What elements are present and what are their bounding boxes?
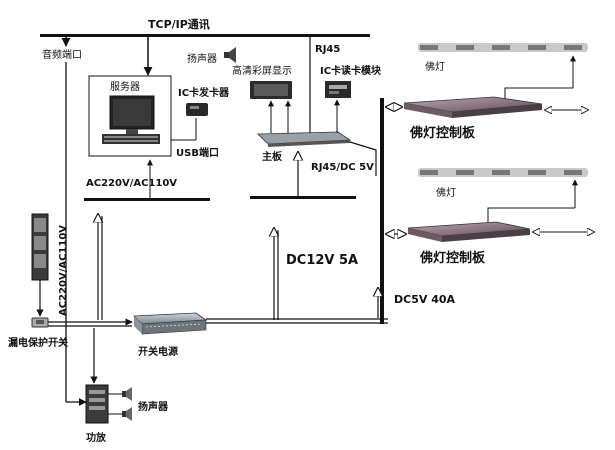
amplifier-label: 功放 (86, 431, 107, 444)
buddha-control-board-2 (407, 221, 531, 242)
dc5v-label: DC5V 40A (394, 293, 456, 306)
server-ac-bar (84, 198, 210, 201)
ic-reader-label: IC卡读卡模块 (320, 64, 382, 77)
mainboard-dc-bar (250, 196, 356, 199)
dc12v-label: DC12V 5A (286, 253, 358, 268)
ic-issuer-label: IC卡发卡器 (178, 86, 230, 99)
switching-power-supply-icon (133, 312, 208, 335)
buddha-lamp-label-2: 佛灯 (436, 186, 456, 199)
tcp-ip-bus (40, 34, 370, 37)
rj45-dc5v-label: RJ45/DC 5V (311, 162, 374, 173)
distribution-box-icon (31, 213, 49, 281)
server-label: 服务器 (110, 80, 140, 93)
mainboard-label: 主板 (262, 150, 283, 163)
usb-port-label: USB端口 (176, 146, 219, 159)
speaker-bottom-label: 扬声器 (138, 400, 169, 413)
rj45-label: RJ45 (315, 44, 340, 55)
amplifier-icon (85, 384, 109, 424)
lamp1-board-link (504, 87, 573, 100)
ic-issuer-icon (186, 103, 208, 116)
rj45-dc5v-line (349, 141, 377, 176)
leakage-switch-label: 漏电保护开关 (8, 336, 68, 349)
ac-vertical-label: AC220V/AC110V (58, 225, 69, 316)
buddha-board-label-1: 佛灯控制板 (409, 125, 476, 141)
hd-display-label: 高清彩屏显示 (232, 64, 292, 77)
leakage-switch-icon (31, 317, 49, 328)
buddha-lamp-strip-2 (418, 168, 588, 177)
hd-display-icon (250, 81, 292, 99)
lamp2-board-link (487, 207, 575, 226)
speaker-top-label: 扬声器 (187, 52, 217, 65)
buddha-board-label-2: 佛灯控制板 (419, 250, 486, 266)
server-computer-icon (102, 95, 160, 144)
dc5v-vertical-bus (380, 98, 384, 324)
tcp-ip-label: TCP/IP通讯 (148, 18, 210, 31)
mainboard-icon (257, 131, 352, 147)
audio-port-label: 音频端口 (42, 48, 82, 61)
speaker-top-icon (224, 47, 236, 63)
ic-reader-icon (325, 81, 351, 98)
power-supply-label: 开关电源 (138, 345, 178, 358)
buddha-lamp-strip-1 (418, 43, 588, 52)
buddha-lamp-label-1: 佛灯 (425, 60, 445, 73)
speaker-bottom-icon-1 (122, 387, 132, 401)
server-ac-label: AC220V/AC110V (86, 178, 177, 189)
buddha-control-board-1 (403, 96, 543, 118)
speaker-bottom-icon-2 (122, 407, 132, 421)
